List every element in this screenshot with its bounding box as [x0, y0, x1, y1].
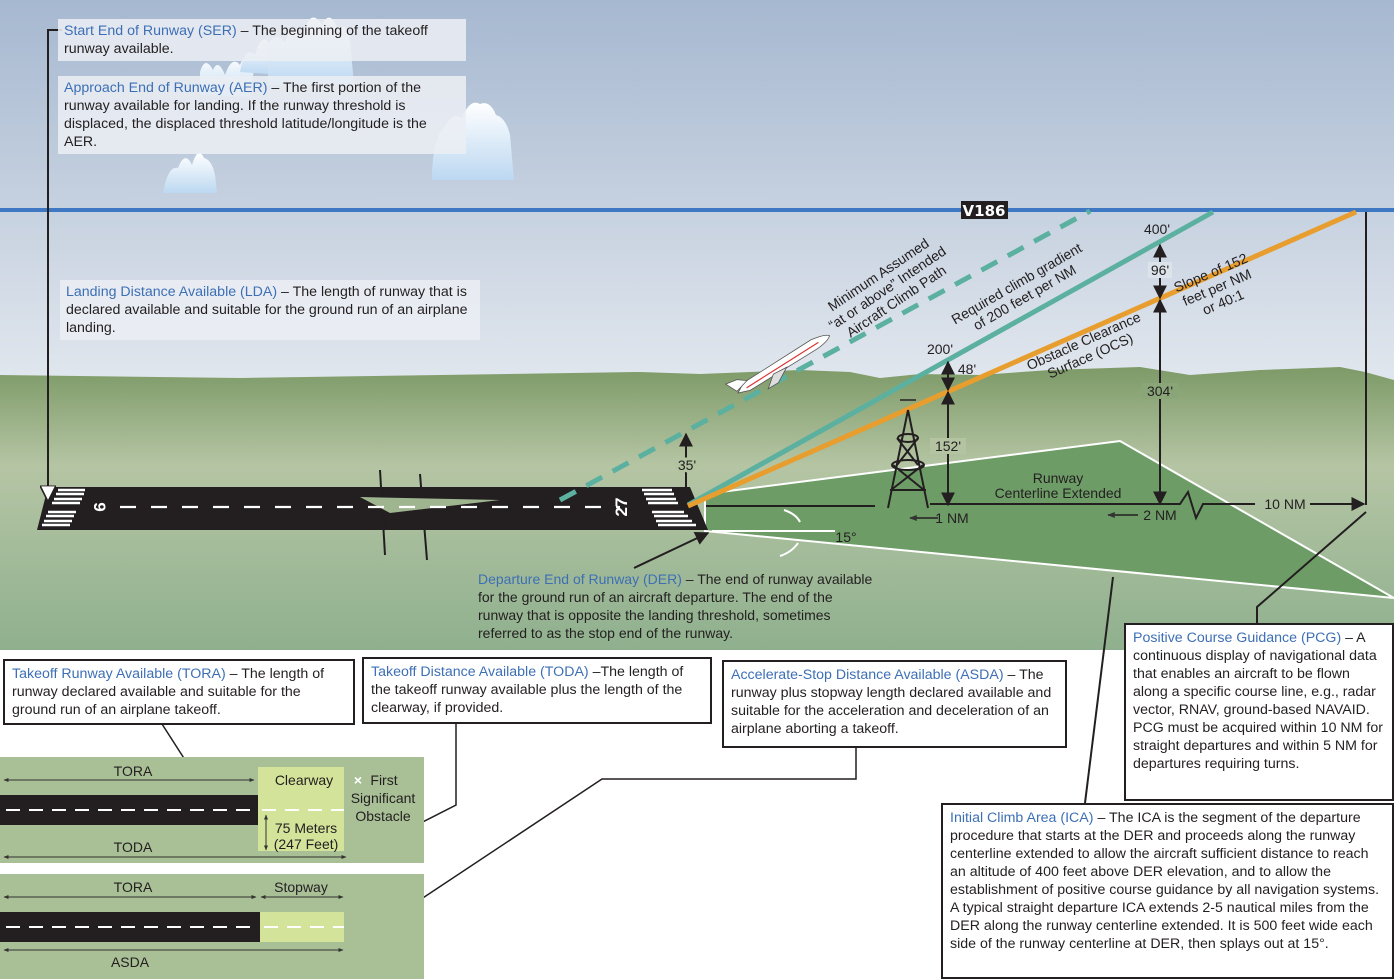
ocs-height-2nm: 304' [1147, 383, 1173, 399]
screen-height-label: 35' [678, 457, 696, 473]
toda-text: –The length of the takeoff runway availa… [371, 664, 684, 716]
obstacle-label: Significant [351, 790, 416, 806]
margin-2nm: 96' [1151, 262, 1169, 278]
tora-label: TORA [114, 763, 153, 779]
runway-number-9: 9 [90, 502, 109, 511]
two-nm-label: 2 NM [1143, 507, 1176, 523]
pcg-definition: Positive Course Guidance (PCG) – A conti… [1124, 623, 1394, 801]
aer-term: Approach End of Runway (AER) [64, 80, 268, 96]
ocs-line [686, 209, 1358, 509]
pcg-leader-line [1256, 511, 1367, 624]
der-definition: Departure End of Runway (DER) – The end … [478, 570, 878, 642]
tora-label: TORA [114, 879, 153, 895]
label-bg [1142, 383, 1178, 399]
ser-text: – The beginning of the takeoff runway av… [64, 23, 428, 57]
lda-text: – The length of runway that is declared … [66, 284, 468, 336]
margin-1nm: 48' [958, 361, 976, 377]
airway-label: V186 [963, 202, 1006, 220]
splay-angle-label: 15° [835, 529, 856, 545]
one-nm-label: 1 NM [935, 510, 968, 526]
runway-number-27: 27 [612, 498, 631, 517]
tora-definition: Takeoff Runway Available (TORA) – The le… [3, 659, 355, 725]
splay-arc-arrow [783, 509, 801, 523]
airplane-icon [724, 334, 831, 394]
obstacle-label: First [370, 772, 397, 788]
altitude-1nm: 200' [927, 341, 953, 357]
ten-nm-label: 10 NM [1264, 496, 1305, 512]
lda-term: Landing Distance Available (LDA) [66, 284, 278, 300]
toda-definition: Takeoff Distance Available (TODA) –The l… [362, 657, 712, 724]
centerline-label: Runway [1033, 470, 1084, 486]
asda-term: Accelerate-Stop Distance Available (ASDA… [731, 667, 1004, 683]
ser-definition: Start End of Runway (SER) – The beginnin… [58, 19, 466, 61]
tora-text: – The length of runway declared availabl… [12, 666, 325, 718]
toda-term: Takeoff Distance Available (TODA) [371, 664, 589, 680]
ica-text: – The ICA is the segment of the departur… [950, 810, 1380, 952]
asda-definition: Accelerate-Stop Distance Available (ASDA… [722, 660, 1067, 748]
label-bg [930, 438, 966, 454]
clearway-width-label: 75 Meters [275, 820, 337, 836]
ica-term: Initial Climb Area (ICA) [950, 810, 1094, 826]
cloud [163, 152, 217, 193]
lda-definition: Landing Distance Available (LDA) – The l… [60, 280, 480, 340]
asda-label: ASDA [111, 954, 150, 970]
required-climb-gradient-line [686, 209, 1215, 508]
centerline-label: Centerline Extended [995, 485, 1122, 501]
obstacle-tower-icon [887, 399, 929, 509]
splay-arc-arrow [779, 542, 799, 557]
toda-label: TODA [114, 839, 153, 855]
asda-leader-line [351, 748, 857, 946]
centerline-extended-break [930, 489, 1255, 521]
initial-climb-area [704, 439, 1394, 599]
clearway-label: Clearway [275, 772, 333, 788]
asda-panel [0, 874, 424, 979]
asda-text: – The runway plus stopway length declare… [731, 667, 1052, 737]
obstacle-x-icon: × [354, 772, 362, 788]
ica-leader-line [1084, 576, 1114, 804]
aer-text: – The first portion of the runway availa… [64, 80, 427, 150]
obstacle-label: Obstacle [355, 808, 410, 824]
ser-term: Start End of Runway (SER) [64, 23, 237, 39]
der-text: – The end of runway available for the gr… [478, 571, 873, 641]
pcg-text: – A continuous display of navigational d… [1133, 630, 1383, 772]
intended-climb-path [558, 208, 1092, 503]
der-term: Departure End of Runway (DER) [478, 571, 682, 587]
tora-term: Takeoff Runway Available (TORA) [12, 666, 226, 682]
aer-definition: Approach End of Runway (AER) – The first… [58, 76, 466, 154]
clearway-width-label: (247 Feet) [274, 836, 339, 852]
ica-definition: Initial Climb Area (ICA) – The ICA is th… [941, 803, 1394, 979]
runway [37, 469, 708, 561]
ocs-height-1nm: 152' [935, 438, 961, 454]
ser-leader-line [48, 29, 62, 500]
toda-panel [0, 757, 424, 863]
airway-label-bg [961, 201, 1008, 219]
stopway-label: Stopway [274, 879, 328, 895]
label-bg [1148, 262, 1172, 278]
pcg-term: Positive Course Guidance (PCG) [1133, 630, 1342, 646]
der-leader-line [633, 532, 710, 569]
altitude-2nm: 400' [1144, 221, 1170, 237]
